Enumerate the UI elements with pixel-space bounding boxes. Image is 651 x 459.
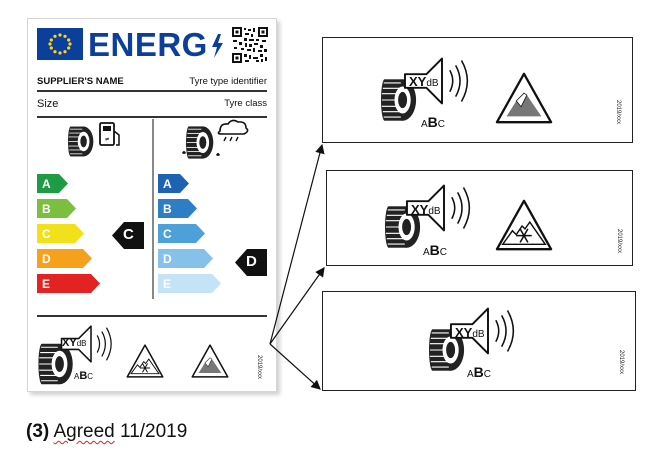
noise-class: ABC bbox=[467, 364, 492, 380]
class-letter: E bbox=[42, 276, 51, 291]
wet-class-bar-b: B bbox=[158, 199, 198, 218]
caption-agreed: Agreed bbox=[53, 421, 115, 442]
caption-number: (3) bbox=[26, 421, 50, 442]
class-letter: B bbox=[163, 201, 172, 216]
supplier-row: SUPPLIER'S NAME Tyre type identifier bbox=[37, 76, 267, 87]
panel-snow-grip: XYdB ABC 2019/xxx bbox=[326, 170, 633, 266]
class-letter: D bbox=[42, 251, 51, 266]
noise-value: XYdB bbox=[409, 74, 439, 89]
class-letter: A bbox=[163, 176, 172, 191]
wet-class-bar-d: D bbox=[158, 249, 214, 268]
fuel-class-bar-c: C bbox=[37, 224, 85, 243]
tyre-type-identifier: Tyre type identifier bbox=[189, 76, 267, 87]
fuel-class-bar-d: D bbox=[37, 249, 93, 268]
regulation-code: 2019/xxx bbox=[615, 100, 621, 125]
divider bbox=[37, 90, 267, 92]
noise-value: XYdB bbox=[411, 202, 441, 217]
class-letter: B bbox=[42, 201, 51, 216]
caption: (3) Agreed 11/2019 bbox=[26, 421, 187, 443]
noise-class: ABC bbox=[74, 370, 94, 382]
fuel-class-bar-a: A bbox=[37, 174, 69, 193]
noise-block: XYdB ABC bbox=[38, 324, 158, 386]
fuel-efficiency-icon: ≠ bbox=[68, 122, 120, 157]
regulation-code: 2019/xxx bbox=[616, 229, 622, 254]
qr-code-icon[interactable] bbox=[232, 27, 268, 63]
fuel-rating-marker: C bbox=[112, 222, 144, 249]
regulation-code: 2019/xxx bbox=[256, 355, 262, 380]
class-letter: C bbox=[163, 226, 172, 241]
size-label: Size bbox=[37, 98, 59, 110]
wet-rating-marker: D bbox=[235, 249, 267, 276]
tyre-class-label: Tyre class bbox=[224, 98, 267, 109]
wet-class-bar-a: A bbox=[158, 174, 190, 193]
divider bbox=[37, 315, 267, 317]
divider bbox=[37, 116, 267, 118]
noise-value: XYdB bbox=[455, 325, 485, 340]
wet-class-bar-e: E bbox=[158, 274, 222, 293]
wet-grip-icon bbox=[182, 119, 249, 160]
noise-value: XYdB bbox=[62, 337, 87, 349]
svg-text:≠: ≠ bbox=[104, 136, 109, 143]
lightning-icon bbox=[211, 34, 223, 58]
fuel-class-bar-b: B bbox=[37, 199, 77, 218]
class-letter: E bbox=[163, 276, 172, 291]
class-letter: C bbox=[42, 226, 51, 241]
fuel-class-bar-e: E bbox=[37, 274, 101, 293]
caption-date: 11/2019 bbox=[120, 421, 188, 442]
column-separator bbox=[152, 119, 154, 299]
eu-flag-icon bbox=[37, 28, 83, 60]
energy-title: ENERG bbox=[88, 27, 224, 63]
tyre-energy-label: ENERG SUPPLIER'S NAME Tyre type id bbox=[27, 18, 277, 392]
panel-noise-only: XYdB ABC 2019/xxx bbox=[322, 291, 636, 391]
regulation-code: 2019/xxx bbox=[618, 350, 624, 375]
class-letter: D bbox=[163, 251, 172, 266]
size-row: Size Tyre class bbox=[37, 98, 267, 110]
class-letter: A bbox=[42, 176, 51, 191]
noise-class: ABC bbox=[421, 114, 446, 130]
supplier-name: SUPPLIER'S NAME bbox=[37, 76, 124, 87]
wet-class-bar-c: C bbox=[158, 224, 206, 243]
panel-ice-grip: XYdB ABC 2019/xxx bbox=[322, 37, 633, 143]
noise-class: ABC bbox=[423, 242, 448, 258]
